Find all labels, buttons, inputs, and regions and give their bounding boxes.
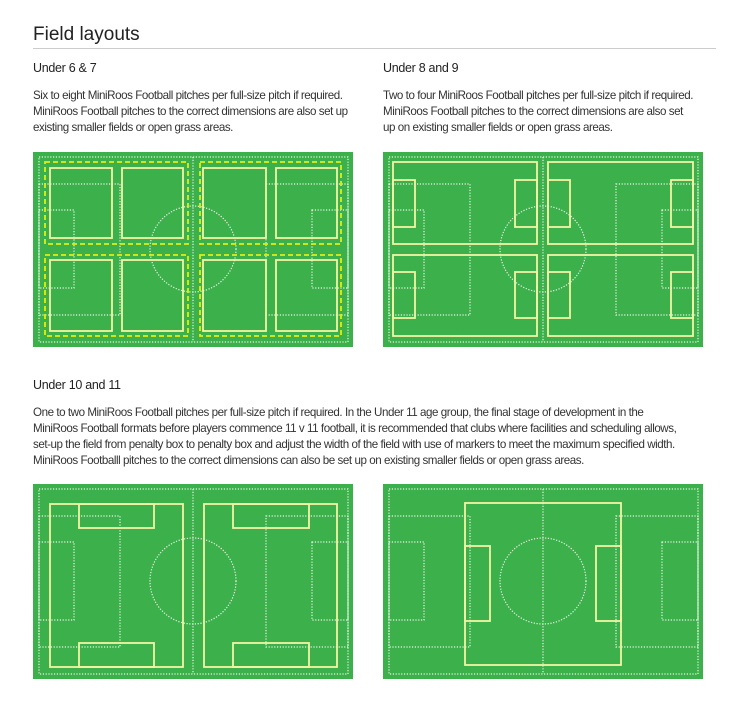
text-line: One to two MiniRoos Football pitches per… [33, 406, 644, 419]
goal-box [670, 271, 694, 319]
full-pitch-penalty-box-left [388, 515, 471, 648]
title-divider [33, 48, 716, 49]
goal-box [547, 271, 571, 319]
text-line: set-up the field from penalty box to pen… [33, 438, 675, 451]
miniroos-pitch-under-6-7 [49, 259, 113, 332]
section-heading-under-10-11: Under 10 and 11 [33, 378, 121, 392]
full-pitch-goal-area-left [388, 541, 425, 621]
marker-boundary [199, 161, 342, 245]
goal-box-left [464, 545, 491, 622]
diagram-under-6-7-layout [33, 152, 353, 347]
goal-box [232, 642, 310, 668]
goal-box [232, 503, 310, 529]
full-pitch-penalty-box-left [388, 183, 471, 316]
goal-box [392, 271, 416, 319]
full-pitch-goal-area-right [311, 209, 349, 289]
goal-box [514, 179, 538, 228]
page-title: Field layouts [33, 24, 140, 45]
full-pitch-centre-circle [499, 205, 587, 293]
miniroos-pitch-under-6-7 [121, 259, 184, 332]
marker-boundary [199, 254, 342, 337]
section-heading-under-6-7: Under 6 & 7 [33, 61, 97, 75]
miniroos-pitch-under-6-7 [275, 167, 338, 239]
full-pitch-centre-circle [499, 537, 587, 625]
text-line: Two to four MiniRoos Football pitches pe… [383, 89, 694, 102]
miniroos-pitch-under-6-7 [49, 167, 113, 239]
goal-box [78, 503, 155, 529]
diagram-under-11-box-to-box [383, 484, 703, 679]
goal-box [392, 179, 416, 228]
marker-boundary [44, 161, 189, 245]
full-pitch-centre-circle [149, 205, 237, 293]
text-line: MiniRoos Football pitches to the correct… [33, 105, 348, 118]
text-line: up on existing smaller fields or open gr… [383, 121, 613, 134]
goal-box [670, 179, 694, 228]
full-pitch-centre-circle [149, 537, 237, 625]
diagram-under-8-9-layout [383, 152, 703, 347]
miniroos-pitch-under-6-7 [275, 259, 338, 332]
full-pitch-goal-area-left [38, 209, 75, 289]
text-line: MiniRoos Football pitches to the correct… [383, 105, 683, 118]
goal-box [514, 271, 538, 319]
miniroos-pitch-under-6-7 [202, 167, 267, 239]
text-line: existing smaller fields or open grass ar… [33, 121, 233, 134]
goal-box [78, 642, 155, 668]
full-pitch-goal-area-right [661, 541, 699, 621]
full-pitch-goal-area-left [388, 209, 425, 289]
section-heading-under-8-9: Under 8 and 9 [383, 61, 459, 75]
full-pitch-goal-area-right [311, 541, 349, 621]
goal-box [547, 179, 571, 228]
diagram-under-10-11-two-pitches [33, 484, 353, 679]
full-pitch-goal-area-left [38, 541, 75, 621]
text-line: MiniRoos Footballl pitches to the correc… [33, 454, 584, 467]
section-text-under-6-7: Six to eight MiniRoos Football pitches p… [33, 88, 348, 136]
section-text-under-10-11: One to two MiniRoos Football pitches per… [33, 405, 677, 469]
section-text-under-8-9: Two to four MiniRoos Football pitches pe… [383, 88, 693, 136]
text-line: MiniRoos Football formats before players… [33, 422, 677, 435]
miniroos-pitch-under-6-7 [121, 167, 184, 239]
text-line: Six to eight MiniRoos Football pitches p… [33, 89, 343, 102]
full-pitch-penalty-box-left [38, 183, 121, 316]
goal-box-right [595, 545, 622, 622]
miniroos-pitch-under-6-7 [202, 259, 267, 332]
full-pitch-goal-area-right [661, 209, 699, 289]
